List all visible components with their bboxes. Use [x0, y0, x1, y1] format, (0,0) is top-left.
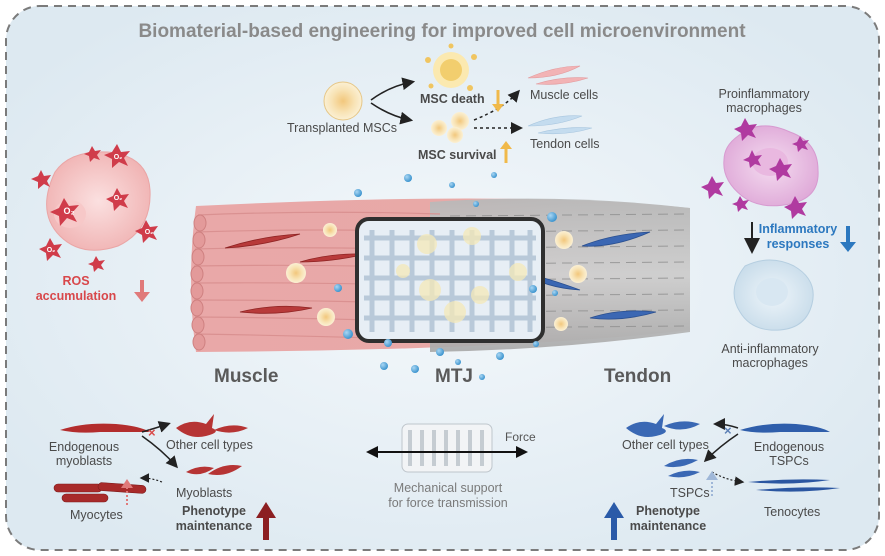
- endogenous-tspcs-line2: TSPCs: [769, 454, 809, 468]
- svg-text:O₂: O₂: [145, 229, 154, 236]
- proinflammatory-label-line2: macrophages: [726, 101, 802, 115]
- mechanical-support-group: [366, 423, 528, 473]
- tissue-band: [190, 172, 690, 380]
- phenotype-right-line1: Phenotype: [636, 504, 700, 518]
- endogenous-myoblasts-line1: Endogenous: [48, 440, 120, 454]
- tspc-fate-group: ×: [604, 414, 840, 540]
- svg-text:O₂: O₂: [114, 154, 123, 161]
- figure-title: Biomaterial-based engineering for improv…: [138, 21, 746, 42]
- mtj-label: MTJ: [435, 366, 473, 387]
- muscle-label: Muscle: [214, 366, 279, 387]
- phenotype-left-line1: Phenotype: [182, 504, 246, 518]
- transplanted-msc-label: Transplanted MSCs: [287, 121, 397, 135]
- svg-text:O₂: O₂: [64, 206, 75, 216]
- msc-survival-label: MSC survival: [418, 148, 497, 162]
- endogenous-tspcs-line1: Endogenous: [753, 440, 825, 454]
- tendon-label: Tendon: [604, 366, 672, 387]
- force-label: Force: [505, 430, 536, 444]
- other-cell-types-left-label: Other cell types: [166, 438, 253, 452]
- myoblast-fate-group: ×: [53, 414, 276, 540]
- macrophage-group: [701, 118, 856, 331]
- anti-inflammatory-label-line2: macrophages: [732, 356, 808, 370]
- myocytes-label: Myocytes: [70, 508, 123, 522]
- tspcs-label: TSPCs: [670, 486, 710, 500]
- endogenous-myoblasts-line2: myoblasts: [55, 454, 113, 468]
- mechanical-label-line1: Mechanical support: [393, 481, 503, 495]
- muscle-cells-label: Muscle cells: [530, 88, 599, 102]
- ros-label-line1: ROS: [62, 274, 90, 288]
- anti-inflammatory-label-line1: Anti-inflammatory: [721, 342, 819, 356]
- svg-text:O₂: O₂: [114, 195, 123, 202]
- svg-text:O₂: O₂: [47, 247, 56, 254]
- phenotype-right-line2: maintenance: [629, 519, 707, 533]
- myoblasts-label: Myoblasts: [176, 486, 233, 500]
- svg-text:×: ×: [724, 423, 732, 438]
- tendon-cells-label: Tendon cells: [530, 137, 600, 151]
- ros-label-line2: accumulation: [35, 289, 117, 303]
- other-cell-types-right-label: Other cell types: [622, 438, 709, 452]
- msc-fate-group: [323, 43, 593, 163]
- mechanical-label-line2: for force transmission: [388, 496, 508, 510]
- msc-death-label: MSC death: [420, 92, 485, 106]
- tenocytes-label: Tenocytes: [764, 505, 821, 519]
- phenotype-left-line2: maintenance: [175, 519, 253, 533]
- ros-cell-group: O₂ O₂ O₂ O₂ O₂: [31, 144, 158, 302]
- inflammatory-label-line2: responses: [766, 237, 830, 251]
- proinflammatory-label-line1: Proinflammatory: [718, 87, 810, 101]
- scaffold-mesh: [355, 217, 545, 343]
- inflammatory-label-line1: Inflammatory: [758, 222, 838, 236]
- svg-text:×: ×: [148, 425, 156, 440]
